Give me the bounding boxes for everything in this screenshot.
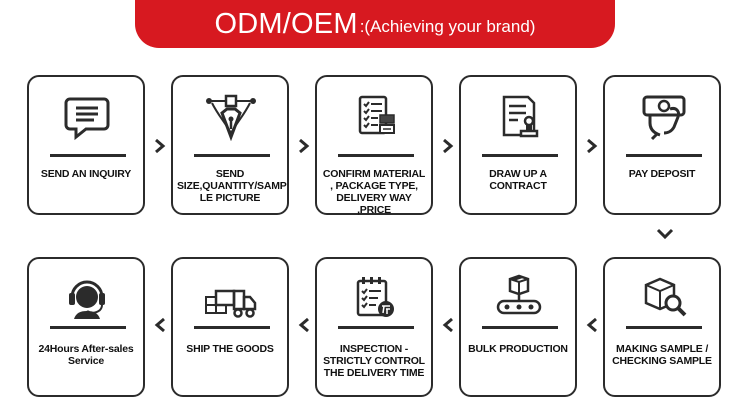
- chevron-left-icon: [441, 317, 455, 333]
- divider: [482, 326, 558, 329]
- step-label: SEND AN INQUIRY: [40, 168, 132, 180]
- pen-tool-icon: [204, 93, 258, 141]
- box-magnifier-icon: [636, 273, 690, 321]
- step-label: CONFIRM MATERIAL , PACKAGE TYPE, DELIVER…: [322, 168, 426, 216]
- divider: [482, 154, 558, 157]
- divider: [194, 154, 270, 157]
- step-label: SHIP THE GOODS: [186, 343, 274, 355]
- divider: [338, 326, 414, 329]
- step-ship-goods: SHIP THE GOODS: [171, 257, 289, 397]
- delivery-truck-icon: [204, 273, 258, 321]
- step-label: BULK PRODUCTION: [468, 343, 568, 355]
- chevron-right-icon: [153, 138, 167, 154]
- step-send-inquiry: SEND AN INQUIRY: [27, 75, 145, 215]
- banner-title: ODM/OEM: [214, 7, 358, 40]
- step-making-sample: MAKING SAMPLE / CHECKING SAMPLE: [603, 257, 721, 397]
- checklist-icon: [348, 93, 402, 141]
- headset-icon: [60, 273, 114, 321]
- step-send-size: SEND SIZE,QUANTITY/SAMP LE PICTURE: [171, 75, 289, 215]
- step-pay-deposit: PAY DEPOSIT: [603, 75, 721, 215]
- divider: [338, 154, 414, 157]
- step-bulk-production: BULK PRODUCTION: [459, 257, 577, 397]
- step-label: INSPECTION -STRICTLY CONTROL THE DELIVER…: [323, 343, 425, 379]
- chevron-left-icon: [153, 317, 167, 333]
- step-confirm-material: CONFIRM MATERIAL , PACKAGE TYPE, DELIVER…: [315, 75, 433, 216]
- divider: [194, 326, 270, 329]
- step-label: MAKING SAMPLE / CHECKING SAMPLE: [612, 343, 712, 367]
- chevron-left-icon: [585, 317, 599, 333]
- contract-stamp-icon: [492, 93, 546, 141]
- conveyor-belt-icon: [492, 273, 546, 321]
- step-label: PAY DEPOSIT: [628, 168, 696, 180]
- divider: [50, 326, 126, 329]
- quality-checklist-icon: [348, 273, 402, 321]
- divider: [626, 154, 702, 157]
- chevron-right-icon: [297, 138, 311, 154]
- step-draw-contract: DRAW UP A CONTRACT: [459, 75, 577, 215]
- hand-money-icon: [636, 93, 690, 141]
- step-inspection: INSPECTION -STRICTLY CONTROL THE DELIVER…: [315, 257, 433, 397]
- divider: [50, 154, 126, 157]
- chevron-right-icon: [585, 138, 599, 154]
- step-label: SEND SIZE,QUANTITY/SAMP LE PICTURE: [177, 168, 287, 204]
- step-after-sales: 24Hours After-sales Service: [27, 257, 145, 397]
- chevron-left-icon: [297, 317, 311, 333]
- chevron-right-icon: [441, 138, 455, 154]
- banner-subtitle: :(Achieving your brand): [359, 17, 536, 36]
- divider: [626, 326, 702, 329]
- step-label: DRAW UP A CONTRACT: [489, 168, 547, 192]
- chevron-down-icon: [656, 228, 674, 240]
- chat-bubble-icon: [60, 93, 114, 141]
- step-label: 24Hours After-sales Service: [38, 343, 134, 367]
- title-banner: ODM/OEM :(Achieving your brand): [135, 0, 615, 48]
